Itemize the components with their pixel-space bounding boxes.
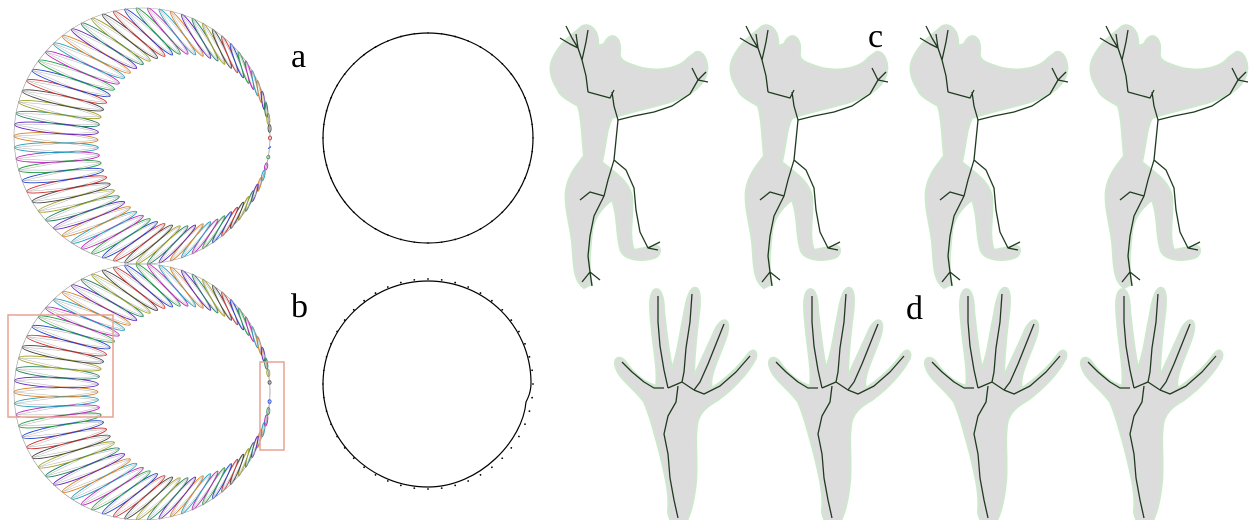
monster-2 bbox=[731, 25, 888, 288]
hand-2 bbox=[769, 288, 910, 520]
monster-4 bbox=[1091, 25, 1248, 288]
circle-b bbox=[323, 281, 531, 487]
monster-1 bbox=[551, 25, 708, 288]
hand-1 bbox=[615, 288, 756, 520]
circle-a bbox=[323, 33, 533, 243]
highlight-box-right bbox=[260, 362, 284, 450]
circle-tick-marks bbox=[322, 32, 534, 490]
torus-mesh-b bbox=[14, 261, 271, 520]
hand-4 bbox=[1081, 288, 1222, 520]
torus-mesh-a bbox=[14, 5, 272, 266]
monster-3 bbox=[911, 25, 1068, 288]
hand-3 bbox=[925, 288, 1066, 520]
